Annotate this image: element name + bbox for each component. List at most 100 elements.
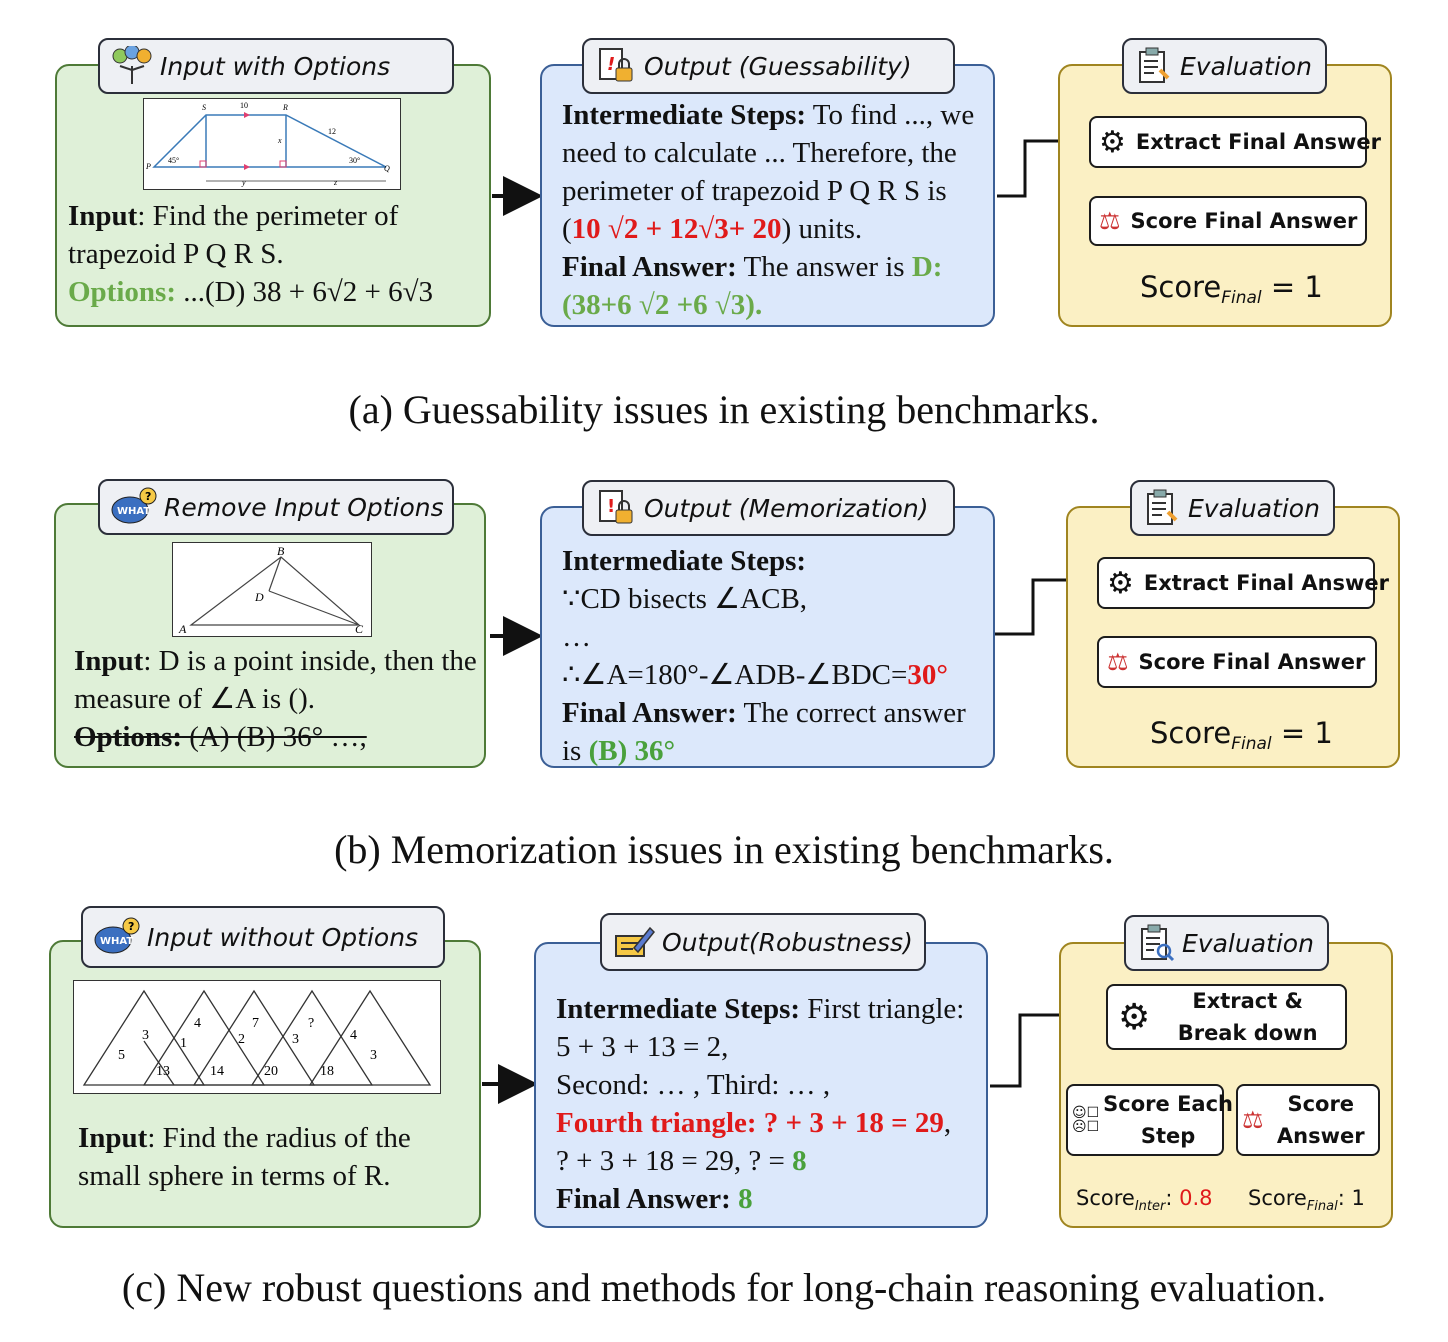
panel-c-input-tag: WHAT ? Input without Options [81, 906, 445, 968]
extract-label: Extract Final Answer [1143, 571, 1390, 595]
panel-a-input-tag: Input with Options [98, 38, 454, 94]
puzzle-number: 14 [210, 1064, 224, 1079]
puzzle-number: 2 [238, 1032, 245, 1047]
clipboard-search-icon [1141, 924, 1175, 962]
steps-label: Intermediate Steps: [562, 545, 807, 577]
final-label: Final Answer: [562, 251, 737, 283]
score-final-value: : 1 [1337, 1186, 1365, 1210]
score-each-step-box: ☺☐☹☐ Score Each Step [1066, 1084, 1233, 1156]
clipboard-check-icon [1139, 47, 1170, 83]
final-label: Final Answer: [556, 1183, 731, 1215]
triangle-figure: B D A C [172, 542, 372, 637]
panel-c-input-box: 3 5 13 4 1 14 2 7 20 3 ? 18 4 3 Input: F… [49, 940, 481, 1228]
puzzle-number: 13 [156, 1064, 170, 1079]
steps-label: Intermediate Steps: [556, 993, 801, 1025]
panel-a-output-box: Intermediate Steps: To find ..., we need… [540, 64, 995, 327]
panel-b-output-tag: ! Output (Memorization) [582, 480, 955, 536]
input-label: Input [68, 200, 138, 232]
extract-label: Extract Final Answer [1135, 130, 1382, 154]
puzzle-number: 5 [118, 1048, 125, 1063]
caption-b: (b) Memorization issues in existing benc… [334, 827, 1114, 872]
tag-label: Output (Guessability) [644, 51, 912, 81]
scoring-people-icon: ⚖ [1099, 207, 1121, 235]
steps-red: 10 √2 + 12√3+ 20 [571, 213, 782, 245]
score-prefix: Score [1248, 1186, 1307, 1210]
fig-label: x [277, 136, 282, 145]
options-text: (A) (B) 36° …, [181, 721, 367, 753]
panel-b-output-box: Intermediate Steps: ∵CD bisects ∠ACB, … … [540, 506, 995, 768]
fig-label: 45° [168, 156, 179, 165]
fig-label: C [355, 622, 364, 635]
scoring-people-icon: ⚖ [1242, 1106, 1264, 1134]
openai-logo-icon: ⚙ [1099, 124, 1126, 160]
score-answer-line: Answer [1276, 1124, 1365, 1148]
puzzle-number: 4 [194, 1016, 201, 1031]
fig-label: 30° [349, 156, 360, 165]
svg-text:?: ? [128, 920, 134, 933]
score-sub: Final [1306, 1199, 1338, 1215]
panel-c-eval-tag: Evaluation [1124, 915, 1329, 971]
extract-line: Break down [1177, 1021, 1318, 1045]
puzzle-number: 20 [264, 1064, 278, 1079]
svg-text:!: ! [607, 496, 615, 517]
puzzle-number: 3 [370, 1048, 377, 1063]
tag-label: Evaluation [1188, 493, 1320, 523]
puzzle-number: 4 [350, 1028, 357, 1043]
triangle-puzzle-figure: 3 5 13 4 1 14 2 7 20 3 ? 18 4 3 [73, 980, 441, 1094]
scoring-people-icon: ⚖ [1107, 648, 1129, 676]
final-answer: D: (38+6 √2 +6 √3). [562, 251, 943, 321]
abc-options-icon [112, 46, 152, 84]
panel-a-input-box: S 10 R x 12 P 45° 30° Q y z Input: Find … [55, 64, 491, 327]
panel-b-input-tag: WHAT ? Remove Input Options [98, 479, 454, 535]
panel-c-output-text: Intermediate Steps: First triangle: 5 + … [556, 990, 986, 1218]
what-bubble-icon: WHAT ? [111, 487, 157, 524]
fig-label: A [178, 622, 187, 635]
svg-text:?: ? [145, 490, 151, 503]
step-line: ∴∠A=180°-∠ADB-∠BDC= [562, 659, 908, 691]
panel-a-output-tag: ! Output (Guessability) [582, 38, 955, 94]
panel-b-score-result: ScoreFinal = 1 [1150, 716, 1333, 754]
score-value: = 1 [1261, 270, 1323, 304]
score-answer-box: ⚖ Score Answer [1236, 1084, 1380, 1156]
fig-label: 10 [240, 101, 248, 110]
clipboard-check-icon [1147, 489, 1178, 525]
puzzle-number: 3 [292, 1032, 299, 1047]
fig-label: z [333, 178, 338, 187]
fig-label: Q [384, 164, 390, 173]
fig-label: D [254, 590, 264, 604]
steps-text: To find ..., we need to calculate ... Th… [562, 99, 975, 245]
extract-break-down-box: ⚙ Extract & Break down [1106, 984, 1347, 1050]
score-prefix: Score [1076, 1186, 1135, 1210]
step-comma: , [943, 1107, 952, 1139]
puzzle-number: 7 [252, 1016, 259, 1031]
input-label: Input [78, 1122, 148, 1154]
score-final-answer-box: ⚖ Score Final Answer [1097, 636, 1377, 688]
panel-b-input-text: Input: D is a point inside, then the mea… [74, 642, 484, 756]
panel-c-output-tag: Output(Robustness) [600, 913, 926, 971]
score-final-answer-box: ⚖ Score Final Answer [1089, 196, 1367, 246]
openai-logo-icon: ⚙ [1118, 996, 1151, 1038]
puzzle-number: 1 [180, 1036, 187, 1051]
steps-text-end: ) units. [781, 213, 863, 245]
step-green: 8 [792, 1145, 807, 1177]
final-answer: (B) 36° [588, 735, 676, 767]
svg-text:!: ! [607, 54, 615, 75]
openai-logo-icon: ⚙ [1107, 565, 1134, 601]
fig-label: R [282, 103, 288, 112]
fig-label: S [202, 103, 206, 112]
extract-final-answer-box: ⚙ Extract Final Answer [1089, 116, 1381, 168]
panel-b-output-text: Intermediate Steps: ∵CD bisects ∠ACB, … … [562, 542, 992, 770]
step-red: 30° [907, 659, 948, 691]
score-final-result: ScoreFinal: 1 [1248, 1186, 1365, 1214]
step-line: Second: … , Third: … , [556, 1069, 831, 1101]
caption-c: (c) New robust questions and methods for… [121, 1265, 1327, 1310]
step-line: ∵CD bisects ∠ACB, [562, 583, 808, 615]
final-text: The correct answer is [562, 697, 966, 767]
score-answer-line: Score [1287, 1092, 1355, 1116]
puzzle-number: 18 [320, 1064, 334, 1079]
puzzle-number: 3 [142, 1028, 149, 1043]
options-text: ...(D) 38 + 6√2 + 6√3 [175, 276, 434, 308]
score-label: Score Final Answer [1130, 209, 1358, 233]
score-value: = 1 [1271, 716, 1333, 750]
step-line: … [562, 621, 591, 653]
